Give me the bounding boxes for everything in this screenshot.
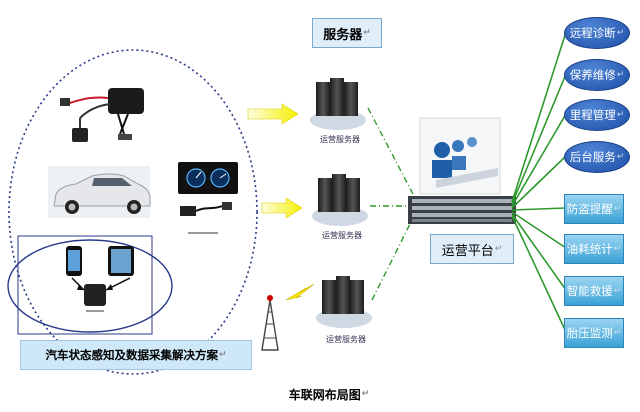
obd-device-icon	[60, 88, 144, 142]
service-anti-theft: 防盗提醒↵	[564, 194, 624, 224]
service-tire-pressure: 胎压监测↵	[564, 318, 624, 348]
server-stack-icon	[316, 276, 372, 328]
dashboard-icon	[178, 162, 238, 194]
paragraph-mark: ↵	[613, 286, 622, 296]
smartphone-icon	[66, 246, 82, 276]
paragraph-mark: ↵	[616, 110, 625, 120]
service-label: 智能救援	[566, 284, 613, 298]
diagram-caption: 车联网布局图↵	[274, 384, 384, 404]
solution-title-text: 汽车状态感知及数据采集解决方案	[45, 348, 218, 362]
server-label-text: 运营服务器	[326, 335, 366, 344]
device-group-ellipse	[8, 49, 258, 375]
paragraph-mark: ↵	[616, 70, 625, 80]
server-label-text: 运营服务器	[322, 231, 362, 240]
server-label-text: 运营服务器	[320, 135, 360, 144]
paragraph-mark: ↵	[613, 244, 622, 254]
service-fuel-stats: 油耗统计↵	[564, 234, 624, 264]
service-label: 后台服务	[569, 150, 616, 164]
server-stack-icon	[310, 78, 366, 130]
data-arrow-2	[261, 197, 303, 219]
paragraph-mark: ↵	[361, 389, 370, 399]
server-links	[367, 107, 415, 301]
service-label: 里程管理	[569, 108, 616, 122]
car-icon	[48, 166, 151, 218]
call-center-icon	[419, 117, 501, 195]
service-label: 油耗统计	[566, 242, 613, 256]
server-title-text: 服务器	[323, 27, 363, 43]
service-rescue: 智能救援↵	[564, 276, 624, 306]
paragraph-mark: ↵	[613, 328, 622, 338]
mobile-group-box	[17, 235, 153, 335]
server-title: 服务器↵	[312, 18, 382, 48]
rack-server-icon	[408, 196, 516, 224]
service-label: 胎压监测	[566, 326, 613, 340]
platform-title-text: 运营平台	[441, 243, 494, 259]
service-remote-diagnosis: 远程诊断↵	[564, 17, 630, 49]
cell-tower-icon	[261, 295, 279, 351]
data-arrow-1	[247, 103, 299, 125]
service-label: 远程诊断	[569, 26, 616, 40]
paragraph-mark: ↵	[616, 28, 625, 38]
service-label: 防盗提醒	[566, 202, 613, 216]
paragraph-mark: ↵	[616, 152, 625, 162]
mobile-group-ellipse	[7, 239, 173, 333]
service-mileage: 里程管理↵	[564, 99, 630, 131]
platform-title: 运营平台↵	[430, 234, 514, 264]
server-label-3: 运营服务器	[326, 334, 366, 345]
server-label-2: 运营服务器	[322, 230, 362, 241]
server-label-1: 运营服务器	[320, 134, 360, 145]
service-backend: 后台服务↵	[564, 141, 630, 173]
lightning-icon	[285, 283, 315, 301]
service-maintenance: 保养维修↵	[564, 59, 630, 91]
paragraph-mark: ↵	[363, 28, 371, 38]
paragraph-mark: ↵	[613, 204, 622, 214]
obd-cable-icon	[180, 202, 232, 234]
server-stack-icon	[312, 174, 368, 226]
obd-dongle-icon	[71, 277, 131, 312]
paragraph-mark: ↵	[218, 350, 227, 360]
tablet-icon	[108, 246, 134, 276]
paragraph-mark: ↵	[494, 244, 503, 254]
service-links	[511, 31, 567, 333]
solution-title: 汽车状态感知及数据采集解决方案↵	[20, 340, 252, 370]
service-label: 保养维修	[569, 68, 616, 82]
caption-text: 车联网布局图	[288, 387, 361, 402]
